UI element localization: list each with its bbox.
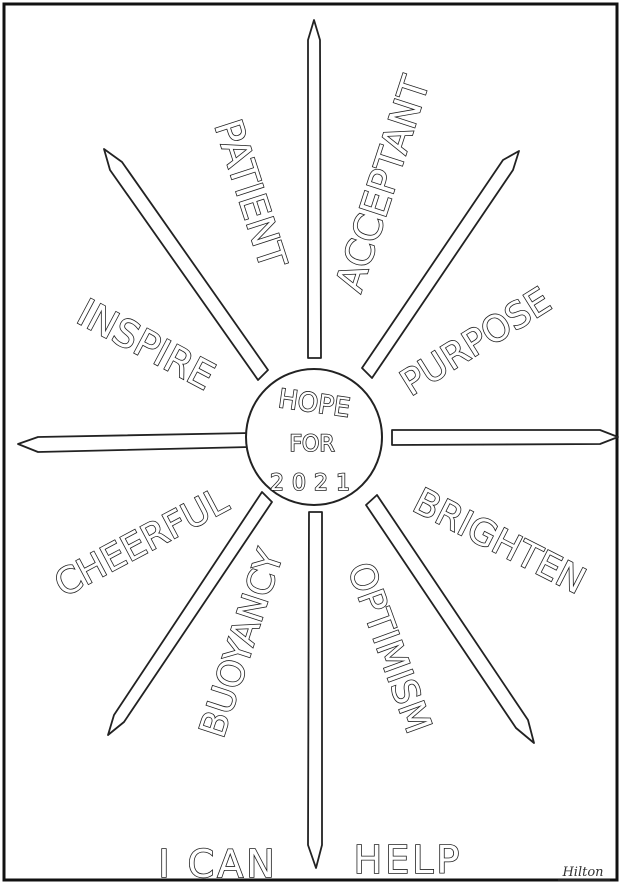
label-acceptant: ACCEPTANT [327, 70, 438, 297]
footer-right: HELP [354, 838, 463, 882]
footer-left: I CAN [158, 842, 277, 884]
ray-down [308, 512, 322, 868]
center-year: 2021 [270, 471, 358, 496]
label-patient: PATIENT [206, 114, 296, 274]
ray-up [308, 20, 321, 358]
artist-signature: Hilton [561, 865, 603, 880]
ray-left [18, 433, 250, 452]
center-line2: FOR [289, 432, 334, 457]
label-inspire: INSPIRE [70, 290, 222, 398]
ray-right [392, 430, 618, 445]
